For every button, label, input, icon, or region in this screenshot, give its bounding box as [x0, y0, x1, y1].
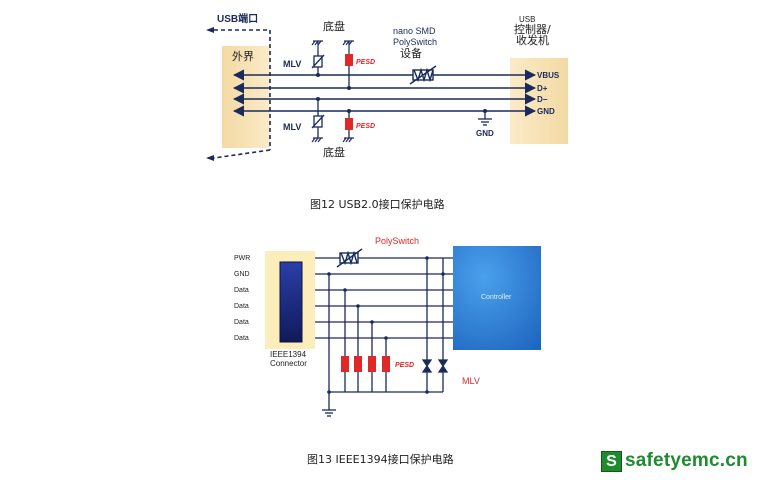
polyswitch-label-1394: PolySwitch	[375, 236, 419, 246]
pin-label-data4: Data	[234, 335, 249, 342]
mlv-label-top: MLV	[283, 59, 301, 69]
mlv-bottom-icon	[311, 114, 325, 138]
controller-label-line2: 控制器/	[514, 22, 551, 36]
junction-dots	[327, 256, 445, 394]
watermark-text: safetyemc.cn	[625, 450, 748, 471]
pin-label-data1: Data	[234, 287, 249, 294]
polyswitch-icon-1394	[336, 248, 363, 268]
ieee1394-wires	[315, 257, 453, 410]
polyswitch-label-line3: 设备	[400, 46, 422, 60]
figure-12-caption: 图12 USB2.0接口保护电路	[310, 197, 445, 211]
signal-gnd: GND	[537, 107, 555, 116]
pesd-label-bottom: PESD	[356, 123, 375, 130]
ground-icon	[478, 118, 492, 126]
pesd-icon-3	[368, 356, 376, 372]
pin-label-data3: Data	[234, 319, 249, 326]
mlv-label-1394: MLV	[462, 376, 480, 386]
mlv-label-bottom: MLV	[283, 122, 301, 132]
usb-bus-lines	[232, 69, 537, 117]
mlv-top-icon	[311, 50, 325, 75]
figure-13-caption: 图13 IEEE1394接口保护电路	[307, 452, 454, 466]
chassis-ground-bottom-icon	[311, 137, 354, 143]
external-label: 外界	[232, 50, 254, 63]
pesd-label-top: PESD	[356, 59, 375, 66]
pesd-bottom-icon	[345, 118, 353, 130]
pesd-icon-1	[341, 356, 349, 372]
watermark-logo: S safetyemc.cn	[601, 449, 748, 473]
mlv-icon-1394	[421, 359, 449, 373]
ground-icon-1394	[322, 409, 336, 417]
controller-label-line3: 收发机	[516, 33, 549, 47]
pin-label-gnd: GND	[234, 271, 250, 278]
connector-label-line2: Connector	[270, 359, 307, 368]
signal-dminus: D−	[537, 95, 548, 104]
pin-label-pwr: PWR	[234, 255, 250, 262]
polyswitch-label-line2: PolySwitch	[393, 37, 437, 47]
connector-icon	[279, 261, 303, 343]
pesd-icon-2	[354, 356, 362, 372]
gnd-label: GND	[476, 129, 494, 138]
pesd-icon-4	[382, 356, 390, 372]
pesd-top-icon	[345, 54, 353, 66]
controller-label-line1: USB	[519, 15, 535, 24]
pin-label-data2: Data	[234, 303, 249, 310]
controller-label: Controller	[481, 294, 512, 301]
chassis-label-top: 底盘	[323, 19, 345, 33]
pesd-label-1394: PESD	[395, 362, 414, 369]
chassis-ground-icon	[311, 40, 354, 54]
usb-port-label: USB端口	[217, 12, 258, 25]
polyswitch-label-line1: nano SMD	[393, 26, 436, 36]
connector-label-line1: IEEE1394	[270, 350, 307, 359]
watermark-badge: S	[601, 450, 622, 472]
controller-block	[453, 246, 541, 350]
signal-vbus: VBUS	[537, 71, 560, 80]
signal-dplus: D+	[537, 84, 548, 93]
usb-protection-diagram: USB端口 外界 USB 控制器/ 收发机 VBUS D+ D− GND 底盘 …	[206, 12, 568, 161]
ieee1394-protection-diagram: IEEE1394 Connector PWR GND Data Data Dat…	[234, 236, 541, 417]
chassis-label-bottom: 底盘	[323, 145, 345, 159]
polyswitch-icon	[409, 65, 437, 85]
